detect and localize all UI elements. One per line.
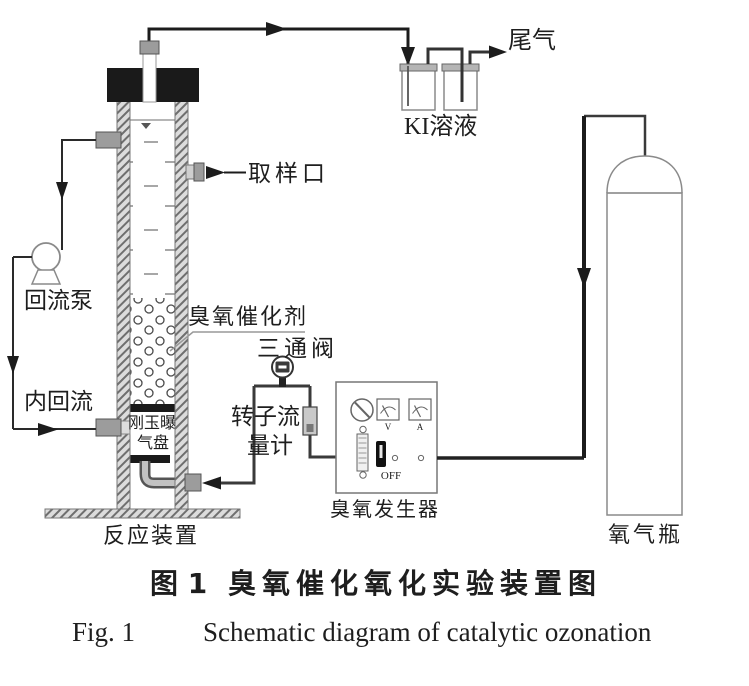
- ammeter: A: [408, 398, 432, 432]
- sampling-port-fitting: [193, 162, 205, 182]
- label-rotameter-1: 转子流: [231, 404, 300, 429]
- label-tail-gas: 尾气: [508, 27, 556, 54]
- ammeter-label: A: [417, 422, 424, 432]
- catalyst-bed: [130, 298, 175, 404]
- indicator-light-2: [417, 454, 425, 462]
- column-right-wall: [174, 99, 189, 510]
- reflux-pump-base: [30, 269, 62, 285]
- base-platform: [44, 508, 241, 519]
- offgas-arrow-right: [266, 22, 287, 36]
- label-reactor: 反应装置: [103, 523, 199, 548]
- indicator-light-1: [391, 454, 399, 462]
- rotameter: [302, 406, 318, 436]
- label-aeration-disc-1: 刚玉曝: [128, 414, 176, 432]
- label-three-way-valve: 三通阀: [257, 336, 338, 361]
- cylinder-dome: [606, 155, 683, 194]
- cylinder-body: [606, 192, 683, 516]
- ki-bottles: [399, 45, 507, 111]
- tailgas-arrow: [489, 45, 507, 59]
- reflux-arrow-down-2: [7, 356, 19, 374]
- label-oxygen-cylinder: 氧气瓶: [608, 522, 683, 547]
- offgas-pipe: [147, 22, 415, 66]
- label-ki-solution: KI溶液: [404, 113, 477, 140]
- label-internal-reflux: 内回流: [24, 389, 93, 414]
- label-reflux-pump: 回流泵: [24, 288, 93, 313]
- reactor-column: [95, 40, 205, 510]
- power-switch-slit: [379, 445, 383, 458]
- offgas-arrow-down: [401, 47, 415, 66]
- caption-en-title: Schematic diagram of catalytic ozonation: [203, 617, 652, 647]
- caption-zh-title: 臭氧催化氧化实验装置图: [228, 567, 602, 600]
- elbow-outlet-fitting: [184, 473, 202, 492]
- oxygen-line: [437, 114, 647, 460]
- valve-stem: [279, 374, 286, 387]
- sampling-pointer: [206, 166, 246, 179]
- sampling-arrow: [206, 166, 225, 179]
- bed-support-plate: [127, 404, 188, 412]
- column-left-wall: [116, 99, 131, 510]
- ki-outlet-pipe: [468, 50, 490, 64]
- column-neck: [142, 53, 157, 103]
- gas-elbow-pipe: [142, 461, 188, 486]
- ki-u-tube: [426, 47, 464, 102]
- feed-arrow-left: [202, 476, 221, 490]
- caption-zh-prefix: 图 1: [150, 567, 207, 600]
- rotameter-float: [306, 424, 314, 432]
- label-ozone-generator: 臭氧发生器: [330, 498, 440, 521]
- label-rotameter-2: 量计: [247, 433, 293, 458]
- valve-handle-slit: [278, 365, 287, 369]
- voltmeter: V: [376, 398, 400, 432]
- upper-left-port-fitting: [95, 131, 122, 149]
- caption-en-prefix: Fig. 1: [72, 617, 135, 647]
- power-switch-label: OFF: [381, 470, 401, 482]
- oxygen-cylinder: [606, 155, 683, 516]
- ki-bottle-1: [401, 68, 436, 111]
- water-zone: [130, 122, 175, 298]
- label-ozone-catalyst: 臭氧催化剂: [188, 304, 308, 329]
- reflux-arrow-right: [38, 423, 58, 436]
- label-sampling-port: 取样口: [248, 161, 329, 186]
- aeration-disc: [129, 455, 170, 463]
- reflux-arrow-down-1: [56, 182, 68, 200]
- label-aeration-disc-2: 气盘: [137, 433, 169, 452]
- power-knob-pointer: [354, 401, 371, 419]
- ozone-generator: V A OFF: [335, 381, 438, 494]
- voltmeter-label: V: [385, 422, 392, 432]
- catalyst-leader-line: [169, 331, 305, 352]
- three-way-valve: [271, 355, 294, 387]
- reflux-loop: [7, 139, 96, 436]
- water-level-marker: [141, 123, 151, 129]
- oxygen-arrow-down: [577, 268, 591, 288]
- generator-flow-tube: [356, 425, 369, 479]
- ki-bottle-1-cap: [399, 63, 438, 72]
- top-fitting: [139, 40, 160, 55]
- reflux-pump-body: [31, 242, 61, 272]
- reflux-return-fitting: [95, 418, 122, 437]
